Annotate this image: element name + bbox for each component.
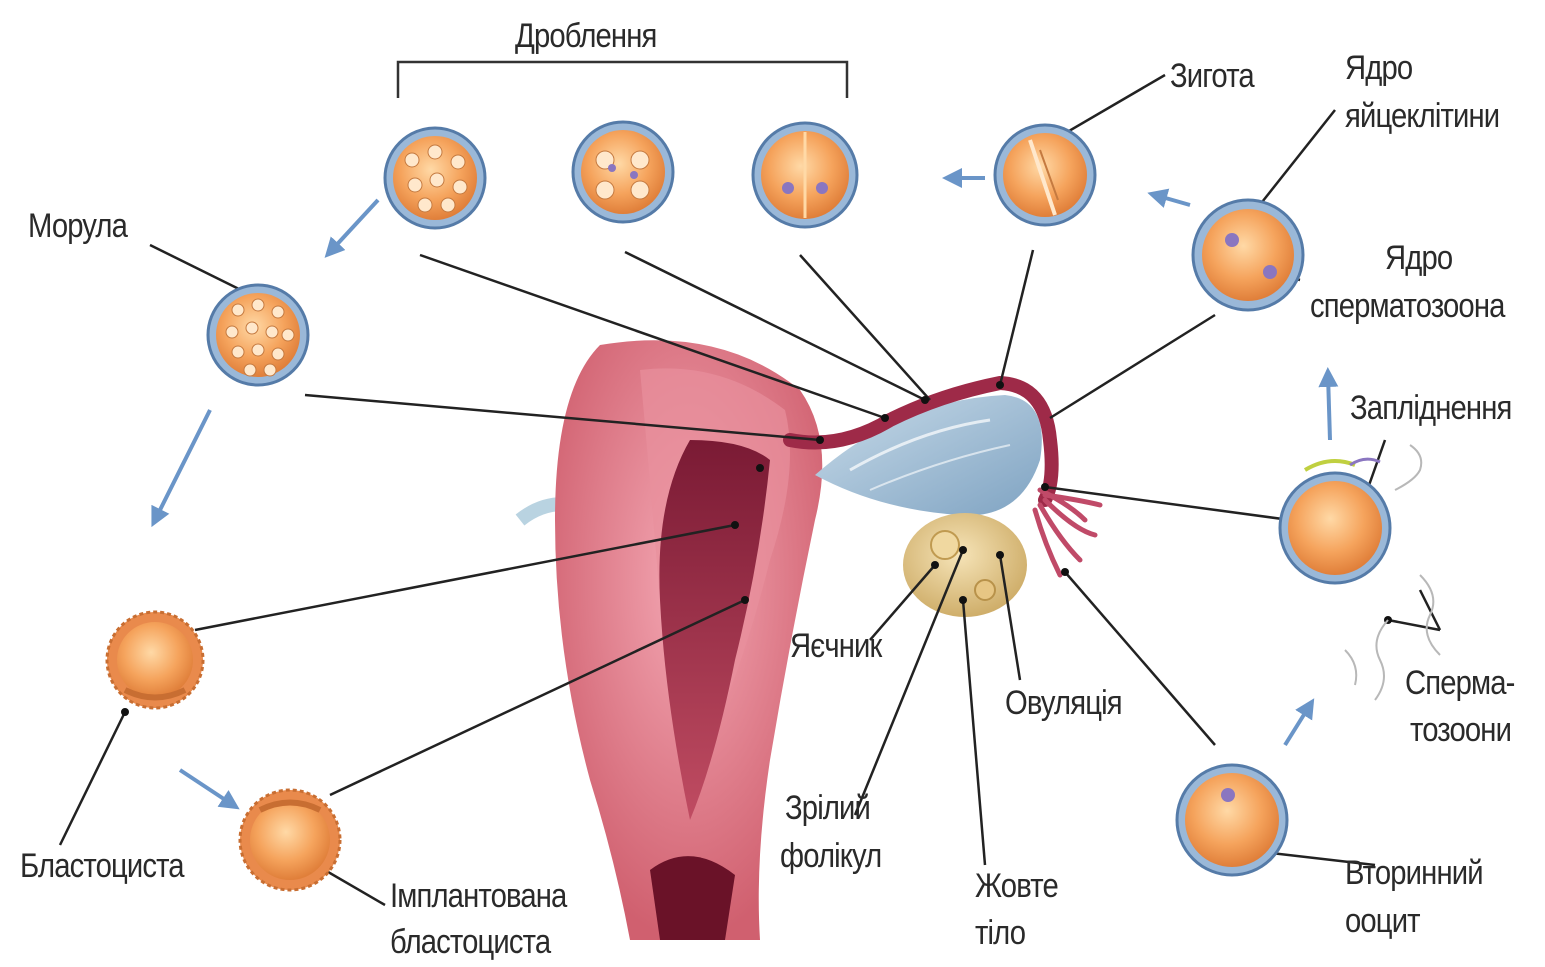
label-implanted-2: бластоциста (390, 924, 550, 960)
label-sperm-nucleus-2: сперматозоона (1310, 288, 1505, 324)
zygote-cell (995, 125, 1095, 225)
label-egg-nucleus-1: Ядро (1345, 50, 1412, 86)
blastocyst-cell (107, 612, 203, 708)
label-fertilization: Запліднення (1350, 390, 1511, 426)
label-morula: Морула (28, 208, 127, 244)
label-corpus-luteum-2: тіло (975, 915, 1025, 951)
label-mature-follicle-2: фолікул (780, 838, 881, 874)
cleavage-cell-3 (753, 123, 857, 227)
mesosalpinx (815, 395, 1042, 515)
label-zygote: Зигота (1170, 58, 1254, 94)
label-corpus-luteum-1: Жовте (975, 868, 1058, 904)
label-secondary-oocyte-1: Вторинний (1345, 855, 1483, 891)
label-ovulation: Овуляція (1005, 685, 1122, 721)
egg-cell (1193, 200, 1303, 310)
cleavage-bracket (398, 62, 847, 98)
label-mature-follicle-1: Зрілий (785, 790, 870, 826)
label-sperm-2: тозоони (1410, 712, 1511, 748)
cleavage-cell-1 (385, 128, 485, 228)
implanted-blastocyst-cell (240, 790, 340, 890)
label-blastocyst: Бластоциста (20, 848, 184, 884)
label-cleavage: Дроблення (515, 18, 656, 54)
label-secondary-oocyte-2: ооцит (1345, 903, 1420, 939)
fertilization-cell (1280, 459, 1390, 583)
secondary-oocyte-cell (1177, 765, 1287, 875)
label-sperm-nucleus-1: Ядро (1385, 240, 1452, 276)
label-sperm-1: Сперма- (1405, 665, 1515, 701)
morula-cell (208, 285, 308, 385)
label-egg-nucleus-2: яйцеклітини (1345, 98, 1499, 134)
label-ovary: Яєчник (790, 628, 881, 664)
label-implanted-1: Імплантована (390, 878, 566, 914)
cleavage-cell-2 (573, 122, 673, 222)
uterus (520, 340, 822, 940)
